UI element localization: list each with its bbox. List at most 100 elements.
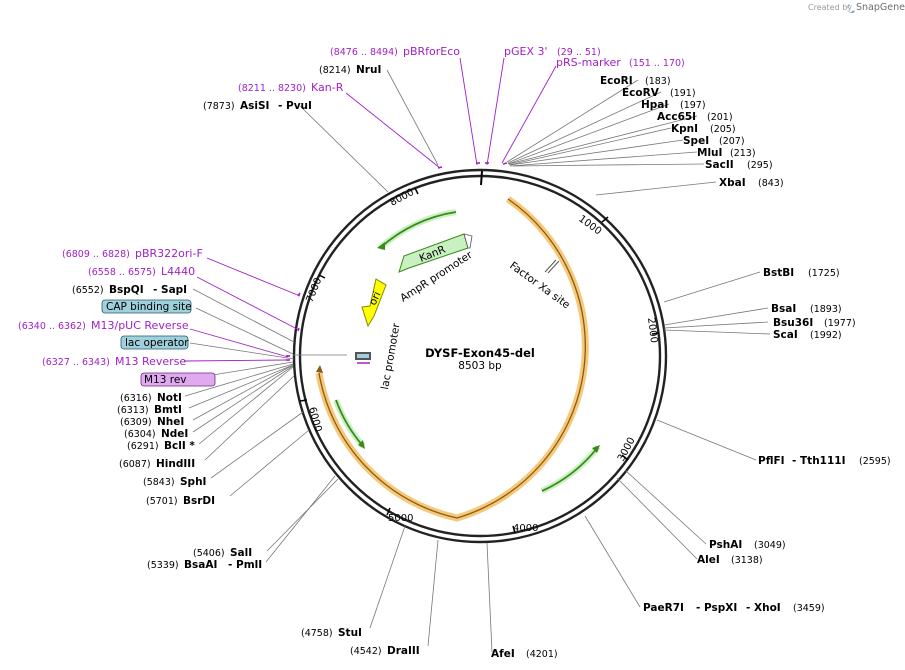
enzyme-xhoi: - XhoI	[746, 602, 781, 614]
enzyme-sali: SalI	[230, 547, 252, 559]
enzyme-draiii: DraIII	[387, 645, 420, 657]
kanr-promoter-stub	[463, 233, 473, 249]
primer-prsmarker: pRS-marker	[556, 56, 621, 69]
primer-m13rev-pos: (6327 .. 6343)	[42, 357, 110, 368]
enzyme-tth111i: - Tth111I	[792, 455, 846, 467]
enzyme-stui: StuI	[338, 627, 362, 639]
primer-prsmarker-pos: (151 .. 170)	[629, 58, 685, 69]
primer-m13rev: M13 Reverse	[115, 355, 186, 368]
orf-right	[541, 446, 599, 492]
factor-xa-label: Factor Xa site	[507, 260, 572, 312]
enzyme-noti-pos: (6316)	[120, 393, 152, 404]
tick-5000: 5000	[388, 513, 413, 524]
primer-pbrforeco-pos: (8476 .. 8494)	[330, 47, 398, 58]
snapgene-logo-icon	[846, 4, 855, 14]
plasmid-name: DYSF-Exon45-del	[425, 346, 535, 360]
ori-arrow[interactable]	[361, 278, 387, 328]
ori-label: ori	[367, 290, 384, 307]
enzyme-pspxi: - PspXI	[696, 602, 737, 614]
enzyme-nhei-pos: (6309)	[120, 417, 152, 428]
enzyme-draiii-pos: (4542)	[350, 646, 382, 657]
backbone-inner	[298, 174, 662, 538]
tick-8000: 8000	[388, 187, 416, 209]
orf-left-highlight	[333, 398, 366, 448]
tick-2000: 2000	[645, 317, 659, 344]
enzyme-nrui: NruI	[356, 64, 381, 76]
lac-operator-label: lac operator	[125, 337, 189, 349]
m13-rev-box-label: M13 rev	[144, 374, 187, 386]
enzyme-asisi: AsiSI	[240, 100, 269, 112]
enzyme-pflfi-pos: (2595)	[859, 456, 891, 467]
lac-operator-box	[120, 335, 189, 350]
scale-ticks	[299, 187, 660, 534]
enzyme-kpni: KpnI	[671, 123, 698, 135]
enzyme-bsu36i: Bsu36I	[773, 317, 813, 329]
enzyme-scai: ScaI	[773, 329, 798, 341]
tick-4000: 4000	[513, 523, 538, 534]
cds-line	[318, 198, 586, 519]
enzyme-bspqi: BspQI	[109, 284, 144, 296]
enzyme-kpni-pos: (205)	[710, 124, 736, 135]
primer-kanr-pos: (8211 .. 8230)	[238, 83, 306, 94]
lac-region-inner	[357, 354, 369, 358]
enzyme-spei-pos: (207)	[719, 136, 745, 147]
enzyme-sali-pos: (5406)	[193, 548, 225, 559]
enzyme-bstbi-pos: (1725)	[808, 268, 840, 279]
enzyme-mlui-pos: (213)	[730, 148, 756, 159]
credit-brand: SnapGene	[856, 2, 905, 13]
enzyme-pshai-pos: (3049)	[754, 540, 786, 551]
primer-l4440-pos: (6558 .. 6575)	[88, 267, 156, 278]
enzyme-sphi: SphI	[180, 476, 206, 488]
m13-rev-box	[140, 372, 216, 387]
kanr-label: KanR	[418, 244, 448, 265]
enzyme-bmti-pos: (6313)	[117, 405, 149, 416]
enzyme-bsaai: BsaAI	[184, 559, 217, 571]
cap-binding-box	[101, 299, 192, 314]
orf-left-arrowhead	[358, 440, 365, 449]
orf-upper	[379, 211, 457, 249]
credit-prefix: Created by	[808, 3, 852, 12]
enzyme-acc65i: Acc65I	[657, 111, 696, 123]
enzyme-bsai: BsaI	[771, 303, 796, 315]
enzyme-hpai-pos: (197)	[680, 100, 706, 111]
enzyme-ecori: EcoRI	[600, 75, 633, 87]
primer-lines	[183, 57, 557, 362]
enzyme-bmti: BmtI	[154, 404, 182, 416]
enzyme-hindiii-pos: (6087)	[119, 459, 151, 470]
enzyme-pmli: - PmlI	[228, 559, 262, 571]
enzyme-sacii: SacII	[705, 159, 734, 171]
enzyme-alei: AleI	[697, 554, 720, 566]
enzyme-pflfi: PflFI	[758, 455, 785, 467]
enzyme-bstbi: BstBI	[763, 267, 794, 279]
enzyme-xbai: XbaI	[719, 177, 746, 189]
primer-l4440: L4440	[161, 265, 195, 278]
enzyme-ndei-pos: (6304)	[124, 429, 156, 440]
leader-lines	[184, 69, 771, 653]
enzyme-bsaai-pos: (5339)	[147, 560, 179, 571]
primer-pgex3: pGEX 3'	[504, 45, 548, 58]
primer-pbrforeco: pBRforEco	[403, 45, 460, 58]
enzyme-xbai-pos: (843)	[758, 178, 784, 189]
primer-m13puc: M13/pUC Reverse	[91, 319, 189, 332]
enzyme-alei-pos: (3138)	[731, 555, 763, 566]
tick-1000: 1000	[576, 214, 603, 238]
orf-right-arrowhead	[592, 445, 600, 453]
primer-pbr322ori-pos: (6809 .. 6828)	[62, 249, 130, 260]
enzyme-asisi-pos: (7873)	[203, 101, 235, 112]
primer-pbr322ori: pBR322ori-F	[135, 247, 203, 260]
enzyme-bsrdi: BsrDI	[183, 495, 215, 507]
primer-kanr: Kan-R	[311, 81, 344, 94]
enzyme-pvui: - PvuI	[278, 100, 312, 112]
orf-upper-arrowhead	[377, 242, 385, 250]
enzyme-nhei: NheI	[157, 416, 184, 428]
enzyme-pshai: PshAI	[709, 539, 742, 551]
cap-binding-label: CAP binding site	[106, 301, 192, 313]
enzyme-bsrdi-pos: (5701)	[146, 496, 178, 507]
cds-arrowhead	[316, 365, 323, 373]
enzyme-stui-pos: (4758)	[301, 628, 333, 639]
enzyme-sapi: - SapI	[153, 284, 187, 296]
enzyme-bcli-pos: (6291)	[127, 441, 159, 452]
enzyme-ecorv-pos: (191)	[670, 88, 696, 99]
factor-xa-mark-2	[547, 260, 560, 274]
